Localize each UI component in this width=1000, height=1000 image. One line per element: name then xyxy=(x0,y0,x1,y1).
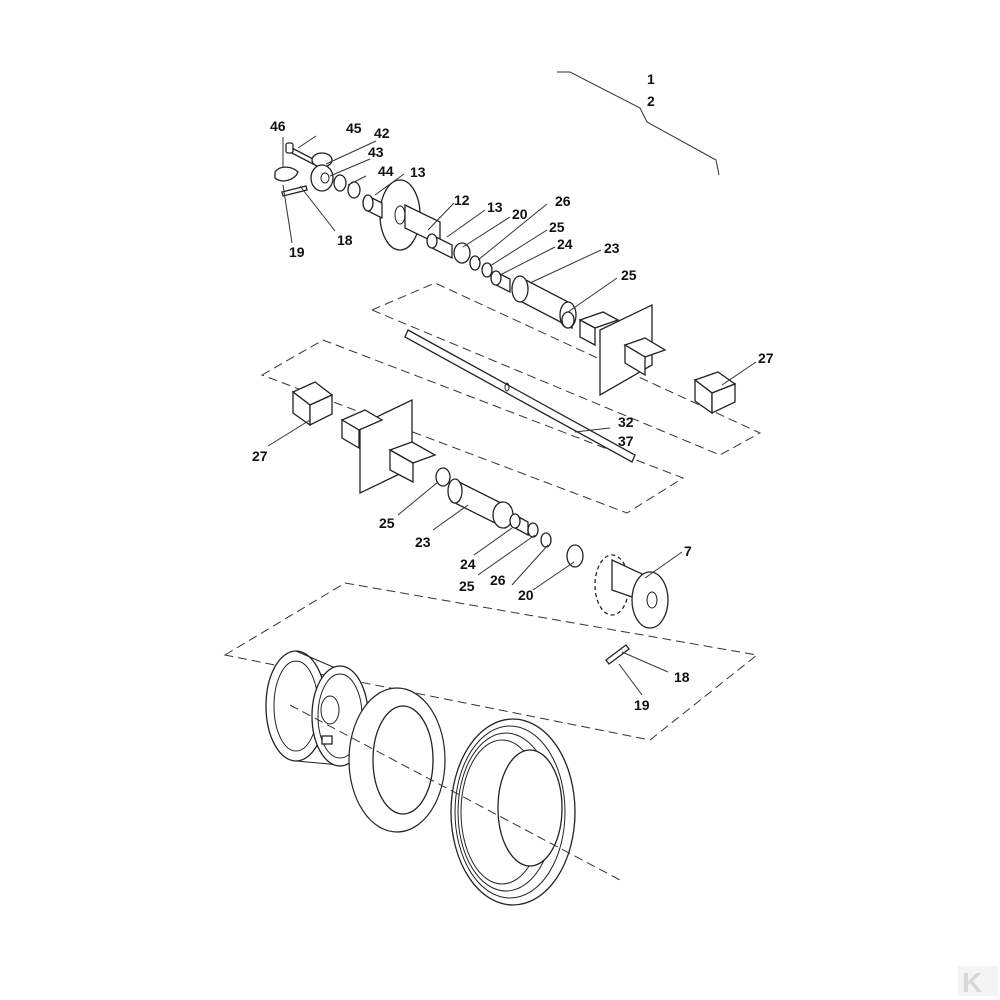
callout-25-lower-b: 25 xyxy=(459,578,475,594)
assembly-bracket xyxy=(557,71,720,176)
washer-44 xyxy=(333,174,347,192)
brand-logo: K xyxy=(958,966,998,998)
callout-20-top: 20 xyxy=(512,206,528,222)
callout-19-top: 19 xyxy=(289,244,305,260)
tube-23-lower xyxy=(447,478,514,530)
washer-26 xyxy=(469,255,481,271)
callout-26-top: 26 xyxy=(555,193,571,209)
washer-20-lower xyxy=(566,544,584,568)
clip-46 xyxy=(274,166,299,182)
tire xyxy=(450,718,576,906)
washer-25 xyxy=(481,262,493,278)
callout-25-lower: 25 xyxy=(379,515,395,531)
washer-25-upper xyxy=(561,311,575,329)
callout-26-lower: 26 xyxy=(490,572,506,588)
middle-bracket xyxy=(340,398,437,495)
pin-18-top xyxy=(281,185,308,197)
callout-23-top: 23 xyxy=(604,240,620,256)
washer-25-lower-b xyxy=(527,522,539,538)
upper-dashed-boundary xyxy=(370,282,762,456)
callout-20-lower: 20 xyxy=(518,587,534,603)
callout-13-top: 13 xyxy=(410,164,426,180)
callout-2: 2 xyxy=(647,93,655,109)
watermark-text: K xyxy=(962,967,982,998)
callout-18-lower: 18 xyxy=(674,669,690,685)
callout-42: 42 xyxy=(374,125,390,141)
callout-44: 44 xyxy=(378,163,394,179)
callout-24-lower: 24 xyxy=(460,556,476,572)
callout-7: 7 xyxy=(684,543,692,559)
callout-25-top: 25 xyxy=(549,219,565,235)
callout-24-top: 24 xyxy=(557,236,573,252)
callout-45: 45 xyxy=(346,120,362,136)
inner-tube xyxy=(348,687,446,833)
callout-25-upper: 25 xyxy=(621,267,637,283)
washer-26-lower xyxy=(540,532,552,548)
callout-12: 12 xyxy=(454,192,470,208)
callout-19-lower: 19 xyxy=(634,697,650,713)
callout-46: 46 xyxy=(270,118,286,134)
washer-25-lower xyxy=(435,467,451,487)
callout-37: 37 xyxy=(618,433,634,449)
bushing-12 xyxy=(426,233,453,260)
pin-18-lower xyxy=(605,644,630,665)
callout-32: 32 xyxy=(618,414,634,430)
bolt-45 xyxy=(285,142,316,165)
washer-20 xyxy=(453,242,471,264)
callout-23-lower: 23 xyxy=(415,534,431,550)
bushing-24 xyxy=(490,270,511,294)
bushing-24-lower xyxy=(509,513,529,537)
upper-bracket xyxy=(578,303,667,397)
callout-1: 1 xyxy=(647,71,655,87)
wheel-axis-line xyxy=(289,704,621,881)
cap-27-right xyxy=(693,371,737,415)
cap-27-left xyxy=(291,381,334,427)
callout-labels: 1 2 45 46 42 43 44 13 12 13 20 26 25 24 … xyxy=(252,71,774,713)
callout-18-top: 18 xyxy=(337,232,353,248)
sprocket-hub-7 xyxy=(594,554,669,629)
leader-lines xyxy=(267,135,757,696)
callout-13: 13 xyxy=(487,199,503,215)
callout-27-right: 27 xyxy=(758,350,774,366)
shaft-32-37 xyxy=(404,329,636,463)
bushing-13 xyxy=(362,194,383,220)
collar-43 xyxy=(310,164,334,192)
callout-27-left: 27 xyxy=(252,448,268,464)
middle-dashed-boundary xyxy=(260,339,685,514)
callout-43: 43 xyxy=(368,144,384,160)
